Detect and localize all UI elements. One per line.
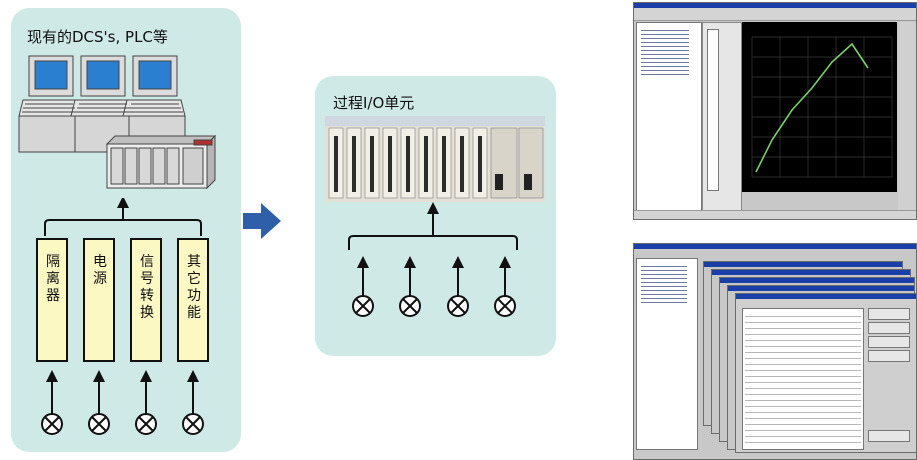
arrow-up-icon: [117, 198, 129, 208]
io-unit-image: [325, 116, 545, 202]
module-power: 电源: [83, 238, 115, 362]
module-converter: 信号转换: [130, 238, 162, 362]
trend-line: [755, 42, 869, 173]
module-other: 其它功能: [177, 238, 209, 362]
arrow-up-icon: [46, 370, 58, 382]
circle-cross-icon: [494, 295, 516, 317]
trend-chart: [742, 22, 897, 192]
arrow-up-icon: [93, 370, 105, 382]
middle-panel-title: 过程I/O单元: [333, 94, 415, 112]
arrow-up-icon: [140, 370, 152, 382]
arrow-up-icon: [427, 202, 439, 214]
arrow-up-icon: [357, 256, 369, 268]
left-panel-title: 现有的DCS's, PLC等: [27, 28, 168, 46]
circle-cross-icon: [352, 295, 374, 317]
circle-cross-icon: [135, 413, 157, 435]
io-unit-connections: [348, 202, 518, 317]
middle-panel: 过程I/O单元: [315, 76, 556, 356]
trend-screenshot: [633, 2, 917, 220]
settings-dialog: [735, 293, 917, 453]
left-panel: 现有的DCS's, PLC等: [11, 8, 241, 452]
monitor-icon: [28, 55, 74, 97]
arrow-up-icon: [499, 256, 511, 268]
module-sensors: [41, 370, 204, 435]
circle-cross-icon: [399, 295, 421, 317]
circle-cross-icon: [41, 413, 63, 435]
circle-cross-icon: [88, 413, 110, 435]
circle-cross-icon: [447, 295, 469, 317]
monitor-icon: [80, 55, 126, 97]
tree-pane: [636, 22, 702, 212]
monitor-icon: [132, 55, 178, 97]
module-isolator: 隔离器: [36, 238, 68, 362]
arrow-right-icon: [243, 203, 281, 239]
module-connection-lines: [44, 198, 202, 236]
control-room-illustration: [18, 55, 217, 190]
settings-screenshot: [633, 243, 917, 460]
arrow-up-icon: [404, 256, 416, 268]
plc-rack: [105, 134, 217, 190]
arrow-up-icon: [187, 370, 199, 382]
arrow-up-icon: [452, 256, 464, 268]
circle-cross-icon: [182, 413, 204, 435]
